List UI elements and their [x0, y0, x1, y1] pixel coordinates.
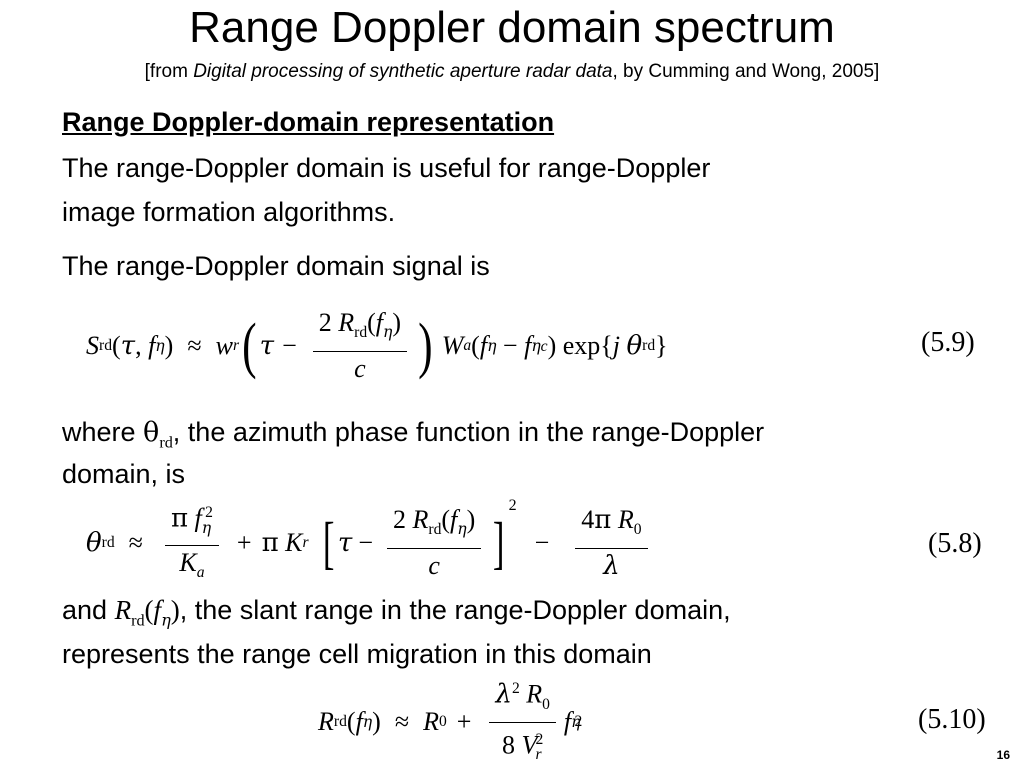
- theta-symbol: θ: [143, 417, 160, 448]
- paragraph-3-prefix: where: [62, 417, 144, 447]
- citation-book-title: Digital processing of synthetic aperture…: [193, 61, 613, 82]
- paragraph-1-line-1: The range-Doppler domain is useful for r…: [62, 153, 711, 183]
- r-arg-close: ): [170, 595, 180, 625]
- paragraph-4-text: , the slant range in the range-Doppler d…: [179, 595, 731, 625]
- r-subscript: rd: [131, 611, 145, 630]
- paragraph-4-line-1: and Rrd(fη), the slant range in the rang…: [62, 588, 731, 642]
- r-symbol: R: [114, 595, 132, 625]
- slide-title: Range Doppler domain spectrum: [189, 3, 835, 52]
- r-arg-open: (: [144, 595, 154, 625]
- citation: [from Digital processing of synthetic ap…: [0, 60, 1024, 84]
- section-heading: Range Doppler-domain representation: [62, 107, 555, 137]
- r-arg: f: [153, 595, 162, 625]
- r-arg-subscript: η: [161, 610, 171, 630]
- paragraph-4-prefix: and: [62, 595, 115, 625]
- citation-prefix: [from: [144, 61, 194, 82]
- theta-subscript: rd: [159, 433, 173, 452]
- paragraph-4-line-2: represents the range cell migration in t…: [62, 639, 652, 669]
- citation-suffix: , by Cumming and Wong, 2005]: [612, 61, 880, 82]
- paragraph-1-line-2: image formation algorithms.: [62, 197, 396, 227]
- paragraph-2: The range-Doppler domain signal is: [62, 251, 490, 281]
- paragraph-3-line-2: domain, is: [62, 459, 186, 489]
- equation-number-5-10: (5.10): [918, 704, 986, 735]
- paragraph-3-line-1: where θrd, the azimuth phase function in…: [62, 410, 764, 464]
- equation-number-5-9: (5.9): [921, 327, 975, 358]
- equation-number-5-8: (5.8): [928, 528, 982, 559]
- page-number: 16: [996, 748, 1010, 762]
- paragraph-3-text: , the azimuth phase function in the rang…: [172, 417, 765, 447]
